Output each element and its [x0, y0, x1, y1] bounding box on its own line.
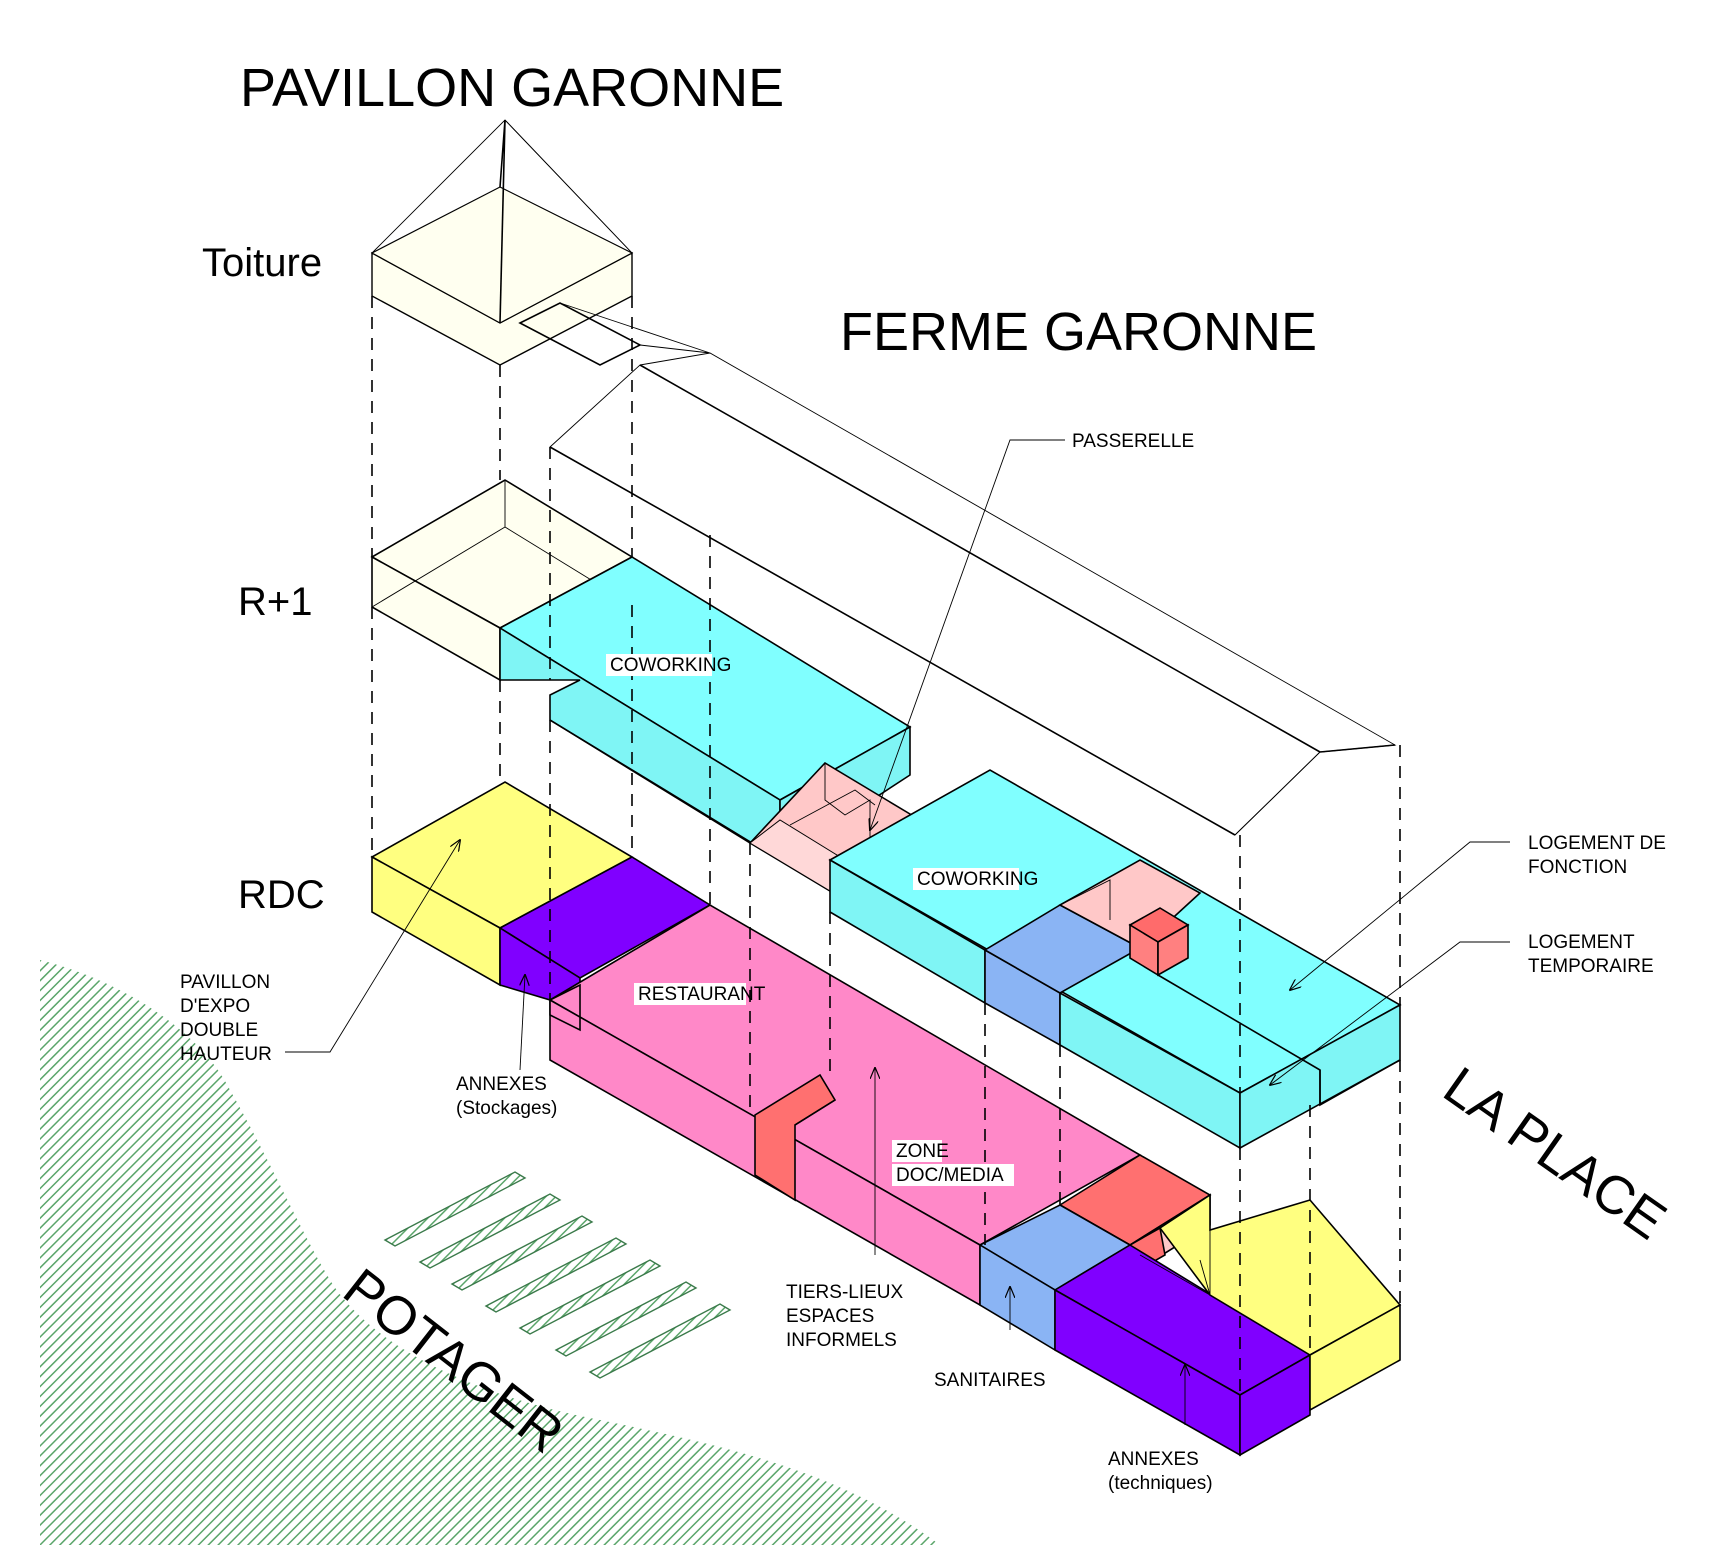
- svg-text:INFORMELS: INFORMELS: [786, 1330, 897, 1351]
- svg-text:DOC/MEDIA: DOC/MEDIA: [896, 1165, 1004, 1186]
- label-logement-temporaire: LOGEMENT TEMPORAIRE: [1528, 932, 1654, 977]
- ferme-title: FERME GARONNE: [840, 302, 1317, 362]
- east-wing-block: [1139, 1193, 1402, 1412]
- rdc-level: [370, 781, 1402, 1457]
- label-zone-doc: ZONE DOC/MEDIA: [892, 1140, 1014, 1186]
- svg-text:ZONE: ZONE: [896, 1141, 949, 1162]
- svg-text:ESPACES: ESPACES: [786, 1306, 874, 1327]
- svg-text:D'EXPO: D'EXPO: [180, 996, 250, 1017]
- svg-text:ANNEXES: ANNEXES: [456, 1074, 547, 1095]
- label-annexes-stockages: ANNEXES (Stockages): [456, 1074, 557, 1119]
- label-annexes-techniques: ANNEXES (techniques): [1108, 1449, 1213, 1494]
- potager-area: [40, 960, 940, 1545]
- svg-text:TIERS-LIEUX: TIERS-LIEUX: [786, 1282, 904, 1303]
- level-rdc: RDC: [238, 873, 325, 917]
- svg-text:HAUTEUR: HAUTEUR: [180, 1044, 272, 1065]
- pavillon-title: PAVILLON GARONNE: [240, 58, 784, 118]
- level-toiture: Toiture: [202, 241, 322, 285]
- potager-beds: [383, 1171, 732, 1379]
- leader-lines: [285, 439, 1510, 1425]
- svg-text:(Stockages): (Stockages): [456, 1098, 557, 1119]
- svg-text:(techniques): (techniques): [1108, 1473, 1213, 1494]
- svg-text:LOGEMENT DE: LOGEMENT DE: [1528, 833, 1666, 854]
- toiture-level: [370, 119, 1397, 836]
- label-restaurant: RESTAURANT: [638, 984, 766, 1005]
- level-r1: R+1: [238, 580, 313, 624]
- label-coworking-2: COWORKING: [917, 869, 1038, 890]
- place-title: LA PLACE: [1433, 1056, 1676, 1252]
- label-sanitaires: SANITAIRES: [934, 1370, 1046, 1391]
- svg-text:DOUBLE: DOUBLE: [180, 1020, 258, 1041]
- svg-text:LOGEMENT: LOGEMENT: [1528, 932, 1635, 953]
- svg-text:PAVILLON: PAVILLON: [180, 972, 270, 993]
- label-logement-fonction: LOGEMENT DE FONCTION: [1528, 833, 1666, 878]
- svg-text:ANNEXES: ANNEXES: [1108, 1449, 1199, 1470]
- svg-text:FONCTION: FONCTION: [1528, 857, 1627, 878]
- r1-level: [370, 479, 1402, 1150]
- label-pavillon-expo: PAVILLON D'EXPO DOUBLE HAUTEUR: [180, 972, 272, 1065]
- stair-cube: [1128, 907, 1190, 977]
- label-passerelle: PASSERELLE: [1072, 431, 1194, 452]
- svg-text:TEMPORAIRE: TEMPORAIRE: [1528, 956, 1654, 977]
- coworking-2-block: [828, 769, 1402, 1150]
- label-coworking-1: COWORKING: [610, 655, 731, 676]
- projection-lines: [371, 296, 1401, 1395]
- annexes-techniques-block: [1053, 1244, 1312, 1457]
- label-tiers-lieux: TIERS-LIEUX ESPACES INFORMELS: [786, 1282, 904, 1351]
